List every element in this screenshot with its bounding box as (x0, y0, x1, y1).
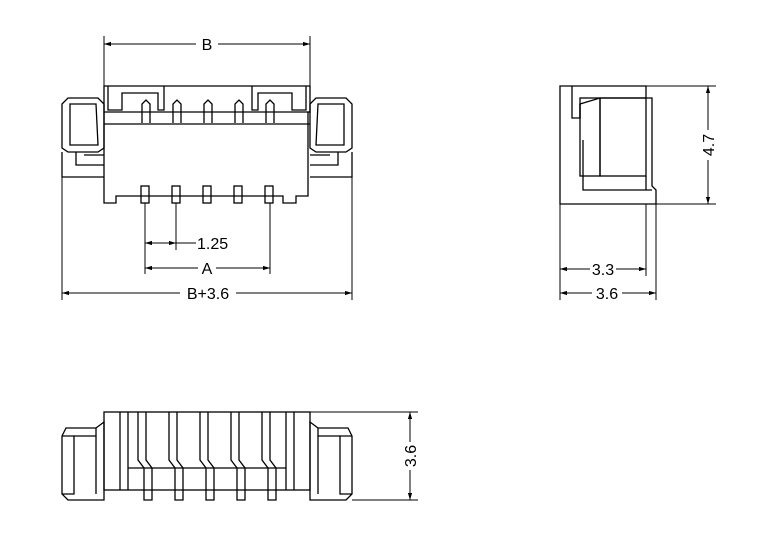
front-slot-right (251, 86, 307, 111)
dim-a: A (144, 203, 271, 278)
dim-height: 4.7 (646, 85, 718, 205)
top-view: 3.6 (61, 411, 420, 501)
dim-width: 3.6 (310, 411, 420, 501)
dim-height-label: 4.7 (701, 134, 718, 156)
front-lower-pins (140, 185, 274, 204)
dim-depth-outer: 3.6 (560, 204, 657, 303)
front-upper-pins (141, 99, 275, 123)
dim-total: B+3.6 (61, 177, 353, 303)
side-latch (571, 86, 646, 119)
dim-depth-inner-label: 3.3 (592, 262, 614, 279)
front-left-bracket (61, 97, 105, 178)
side-view: 4.7 3.3 3.6 (559, 85, 718, 303)
top-housing (103, 411, 311, 491)
dim-b: B (103, 36, 311, 86)
front-view: B 1.25 A B+3.6 (61, 36, 353, 303)
dim-pitch-label: 1.25 (197, 236, 228, 253)
dim-depth-outer-label: 3.6 (596, 286, 618, 303)
top-left-bracket (61, 420, 105, 501)
front-right-bracket (309, 97, 353, 178)
dim-a-label: A (202, 261, 213, 278)
side-base-step (582, 176, 652, 191)
top-right-bracket (309, 420, 353, 501)
dim-pitch: 1.25 (144, 203, 228, 253)
side-cavity (599, 97, 647, 177)
top-pins (137, 412, 277, 501)
dim-depth-inner: 3.3 (559, 204, 647, 300)
front-slot-left (107, 86, 165, 111)
dim-b-label: B (202, 37, 213, 54)
side-housing (559, 85, 657, 205)
dim-width-label: 3.6 (403, 445, 420, 467)
dim-total-label: B+3.6 (187, 286, 229, 303)
